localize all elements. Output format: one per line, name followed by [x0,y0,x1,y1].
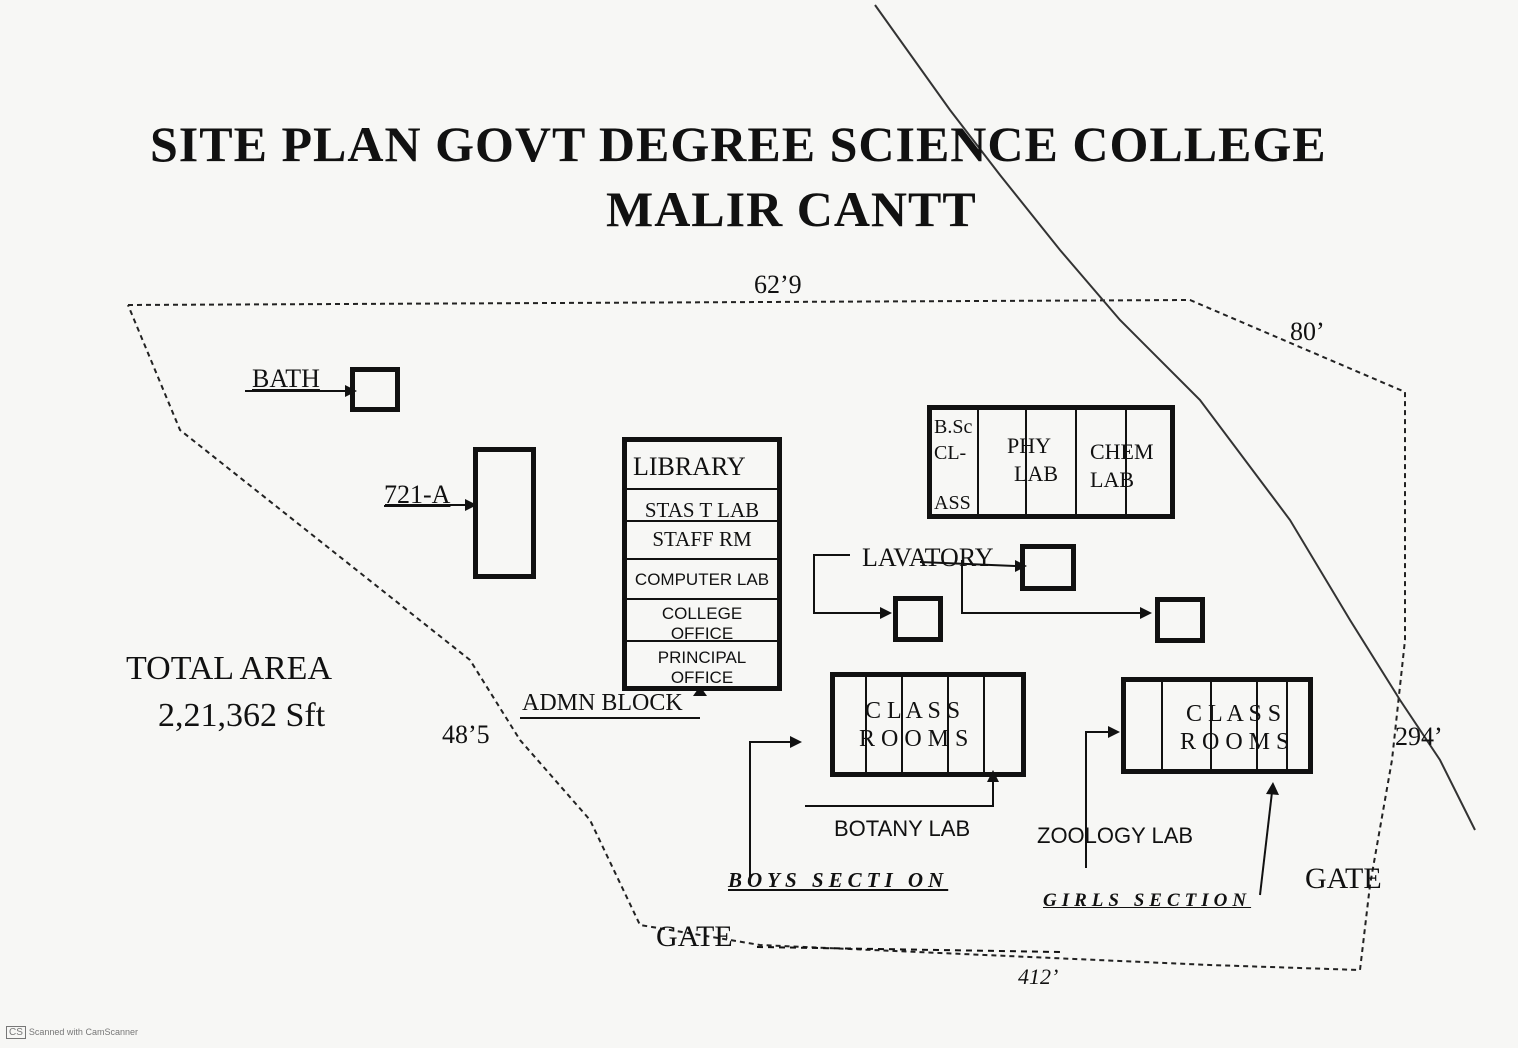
divider [1125,410,1127,514]
divider [1161,682,1163,769]
bath-label: BATH [252,364,320,393]
divider [983,677,985,772]
room-college-office: COLLEGE OFFICE [627,600,777,643]
site-plan-subtitle: MALIR CANTT [606,181,977,237]
camscanner-text: Scanned with CamScanner [28,1027,138,1037]
room-computer-lab: COMPUTER LAB [627,560,777,600]
divider [1210,682,1212,769]
bsc-label-1: B.Sc [934,416,973,438]
site-plan-title: SITE PLAN GOVT DEGREE SCIENCE COLLEGE [150,116,1327,172]
lavatory-building [1020,544,1076,591]
dimension-left: 48’5 [442,720,490,749]
divider [901,677,903,772]
divider [865,677,867,772]
chemistry-lab-label-1: CHEM [1090,439,1154,464]
science-block-building: B.Sc CL- ASS PHY LAB CHEM LAB [927,405,1175,519]
bsc-label-3: ASS [934,492,971,514]
divider [977,410,979,514]
divider [1286,682,1288,769]
boys-class-rooms: C L A S S R O O M S [830,672,1026,777]
site-boundary [127,298,1406,972]
dimension-right: 294’ [1395,722,1443,751]
lavatory-building-girls [1155,597,1205,643]
gate-right-label: GATE [1305,862,1382,895]
boys-class-rooms-label: C L A S S R O O M S [859,697,968,753]
room-library: LIBRARY [627,452,777,490]
class-rooms-label-1: C L A S S [865,698,961,724]
dimension-bottom: 412’ [1018,964,1059,989]
girls-section-label: GIRLS SECTION [1043,890,1252,911]
zoology-lab-label: ZOOLOGY LAB [1037,823,1194,848]
girls-class-rooms: C L A S S R O O M S [1121,677,1313,774]
divider [1025,410,1027,514]
gate-left-label: GATE [656,920,733,953]
dimension-top-right: 80’ [1290,317,1325,346]
chemistry-lab-label-2: LAB [1090,467,1134,492]
bsc-class-room: B.Sc CL- ASS [934,414,972,516]
camscanner-badge: CS [6,1026,26,1039]
class-rooms-label-2: R O O M S [859,726,969,752]
total-area-label: TOTAL AREA [126,650,332,687]
divider [1075,410,1077,514]
fold-crease [874,4,1476,831]
chemistry-lab: CHEM LAB [1090,438,1154,494]
physics-lab: PHY LAB [1000,432,1058,488]
physics-lab-label-1: PHY [1006,433,1051,458]
physics-lab-label-2: LAB [1014,461,1058,486]
admin-block-label: ADMN BLOCK [522,690,683,716]
bsc-label-2: CL- [934,442,967,464]
divider [947,677,949,772]
total-area-value: 2,21,362 Sft [158,697,326,734]
botany-lab-label: BOTANY LAB [834,816,971,841]
room-principal-office: PRINCIPAL OFFICE [657,648,747,687]
lavatory-label: LAVATORY [862,543,994,572]
bath-building [350,367,400,412]
divider [1256,682,1258,769]
block-721-building [473,447,536,579]
room-stat-lab: STAS T LAB [627,490,777,522]
class-rooms-label-1: C L A S S [1186,701,1282,727]
room-staff: STAFF RM [627,522,777,560]
block-721-label: 721-A [384,480,451,509]
lavatory-building-boys [893,596,943,642]
dimension-top: 62’9 [754,270,802,299]
class-rooms-label-2: R O O M S [1180,729,1290,755]
admin-block-building: LIBRARY STAS T LAB STAFF RM COMPUTER LAB… [622,437,782,691]
boys-section-label: BOYS SECTI ON [728,868,949,892]
girls-class-rooms-label: C L A S S R O O M S [1180,700,1289,756]
